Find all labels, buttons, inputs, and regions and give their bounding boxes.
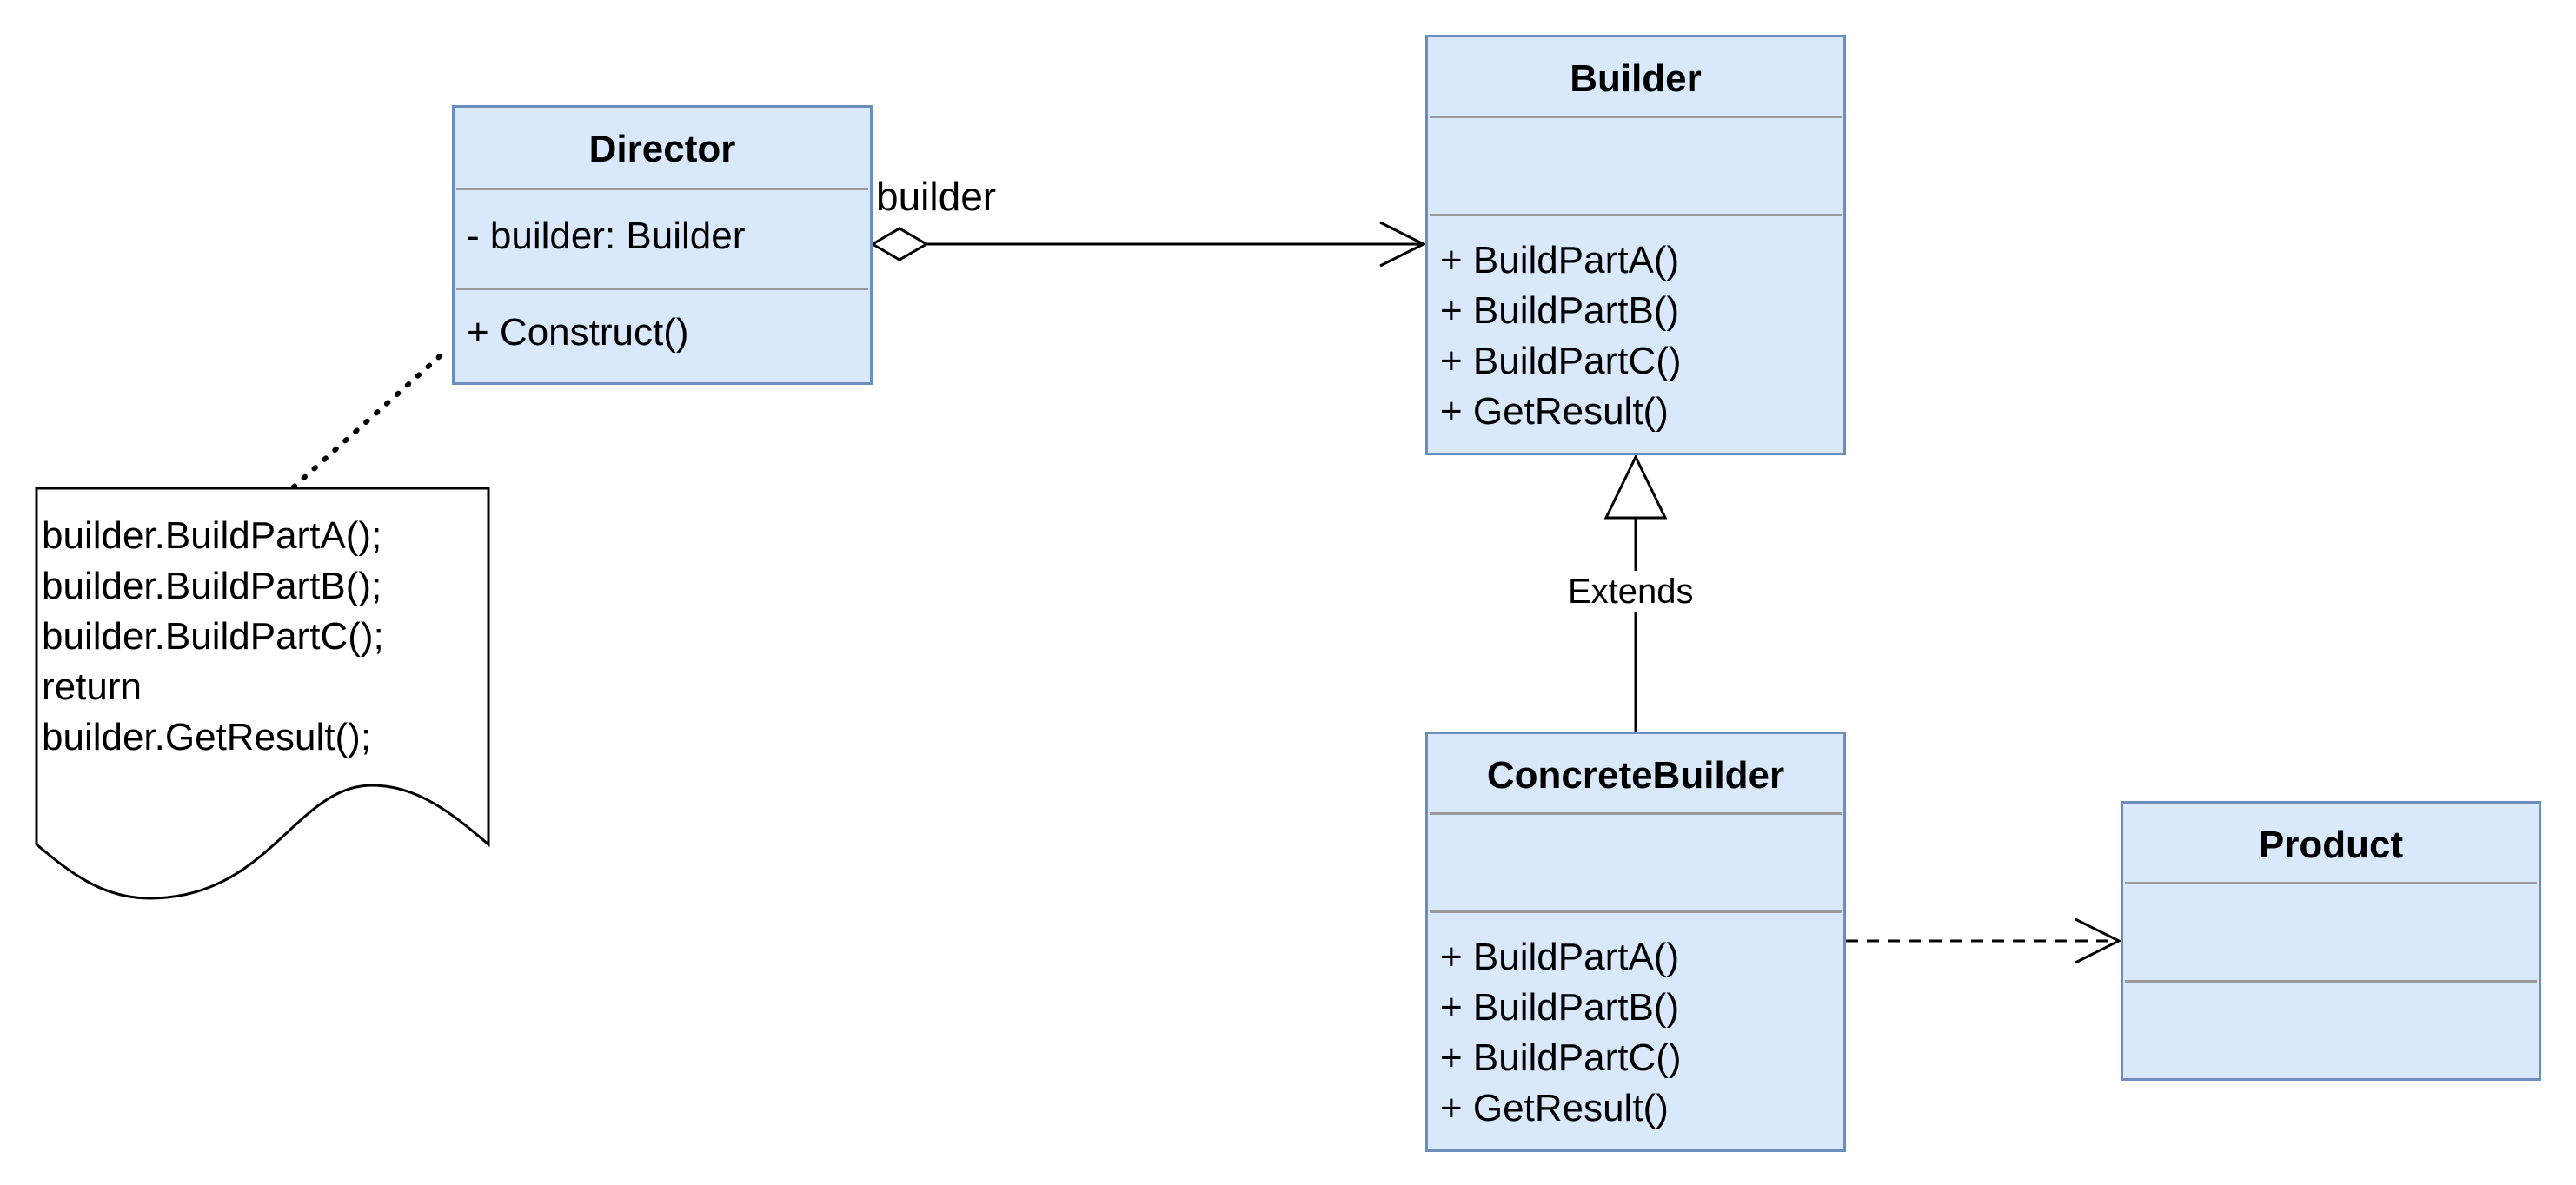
class-concrete-builder-attributes <box>1428 815 1843 910</box>
separator <box>1430 812 1842 815</box>
extends-triangle <box>1603 453 1668 520</box>
class-product-attributes <box>2123 884 2539 980</box>
extends-label: Extends <box>1564 571 1697 612</box>
note-line: builder.BuildPartA(); <box>42 514 382 557</box>
separator <box>2125 882 2537 884</box>
method: + GetResult() <box>1440 1087 1669 1129</box>
class-builder-attributes <box>1428 118 1843 214</box>
method: + BuildPartA() <box>1440 239 1680 281</box>
class-director-name: Director <box>588 128 736 170</box>
class-product[interactable]: Product <box>2121 801 2541 1081</box>
method: + BuildPartB() <box>1440 289 1680 332</box>
method: + BuildPartC() <box>1440 340 1682 382</box>
class-product-name: Product <box>2258 824 2404 866</box>
method: + GetResult() <box>1440 390 1669 433</box>
method: + BuildPartB() <box>1440 986 1680 1029</box>
aggregation-label: builder <box>876 174 997 219</box>
class-concrete-builder[interactable]: ConcreteBuilder + BuildPartA() + BuildPa… <box>1425 732 1846 1152</box>
note-line: builder.BuildPartC(); <box>42 615 384 658</box>
note-shape <box>35 487 490 900</box>
separator <box>456 188 868 190</box>
separator <box>1430 116 1842 118</box>
method: + BuildPartA() <box>1440 936 1680 978</box>
separator <box>2125 980 2537 983</box>
method: + Construct() <box>467 311 689 354</box>
class-builder[interactable]: Builder + BuildPartA() + BuildPartB() + … <box>1425 35 1846 455</box>
class-builder-name: Builder <box>1570 57 1702 100</box>
class-director[interactable]: Director - builder: Builder + Construct(… <box>452 105 873 385</box>
separator <box>1430 214 1842 216</box>
note-line: return <box>42 665 142 708</box>
note[interactable]: builder.BuildPartA(); builder.BuildPartB… <box>42 511 476 763</box>
class-director-attributes: - builder: Builder <box>455 190 870 288</box>
aggregation-diamond <box>870 227 929 261</box>
class-director-methods: + Construct() <box>455 290 870 358</box>
note-line: builder.BuildPartB(); <box>42 565 382 607</box>
dependency-arrowhead <box>2075 917 2122 964</box>
attribute: - builder: Builder <box>467 215 746 257</box>
class-builder-methods: + BuildPartA() + BuildPartB() + BuildPar… <box>1428 216 1843 437</box>
separator <box>1430 910 1842 913</box>
note-line: builder.GetResult(); <box>42 716 372 758</box>
method: + BuildPartC() <box>1440 1036 1682 1079</box>
note-connector <box>288 354 442 493</box>
aggregation-arrowhead <box>1379 221 1427 268</box>
separator <box>456 288 868 290</box>
class-concrete-builder-methods: + BuildPartA() + BuildPartB() + BuildPar… <box>1428 913 1843 1134</box>
class-concrete-builder-name: ConcreteBuilder <box>1486 754 1785 797</box>
